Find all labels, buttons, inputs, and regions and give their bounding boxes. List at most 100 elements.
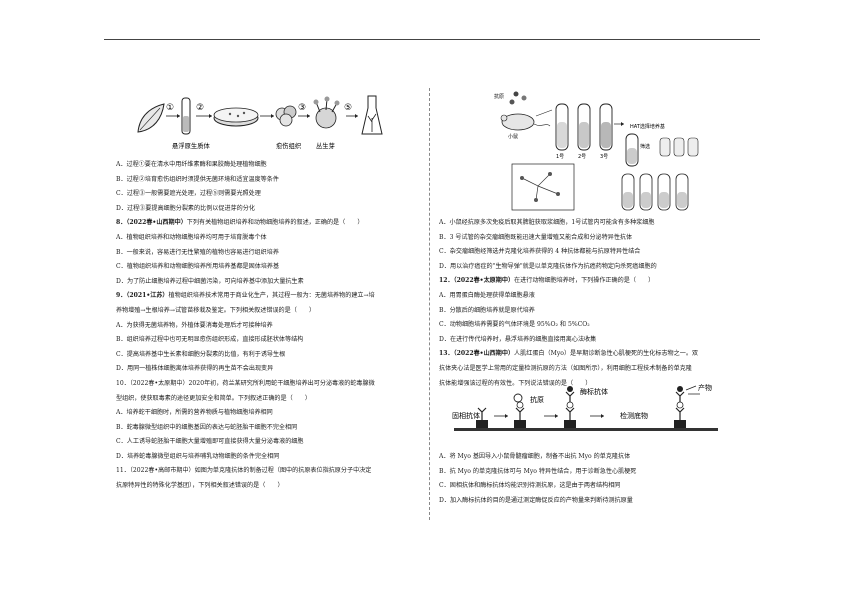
text-line: D．用同一植株体细胞离体培养获得的再生苗不会出现变异	[116, 362, 422, 377]
text-line: B．一般来说，容易进行无性繁殖的植物也容易进行组织培养	[116, 246, 422, 261]
antigen-text-elisa: 抗原	[530, 395, 544, 404]
line-text: C．固相抗体和酶标抗体均能识别待测抗原，这是由于两者结构相同	[439, 482, 621, 490]
question-source: 12．（2022春•太原期中）	[439, 277, 515, 285]
text-line: A．植物组织培养和动物细胞培养均可用于培育脱毒个体	[116, 231, 422, 246]
text-line: 抗原特异性的特殊化学基团），下列相关叙述错误的是（ ）	[116, 479, 422, 494]
line-text: 抗体夹心法是医学上常用的定量检测抗原的方法（如图所示），利用细胞工程技术制备的单…	[439, 364, 692, 372]
left-column: A．过程①要在清水中用纤维素酶和果胶酶处理植物细胞 B．过程②培育愈伤组织时须提供…	[116, 158, 422, 494]
text-line: C．提高培养基中生长素和细胞分裂素的比值，有利于诱导生根	[116, 348, 422, 363]
screen-tube	[625, 133, 639, 167]
antigen-binding-icon	[513, 393, 526, 428]
text-line: B．3 号试管的杂交瘤细胞既能迅速大量增殖又能合成和分泌特异性抗体	[439, 231, 754, 246]
plant-culture-figure: ① 悬浮原生质体 ② 愈伤组织 ③ 丛生芽 ⑤	[137, 95, 383, 150]
tube-2-label: 2号	[578, 154, 586, 160]
line-text: 10．（2022春•太原期中）2020年初，荷兰某研究所利用蛇干细胞培养出可分泌…	[116, 379, 375, 387]
text-line: A．过程①要在清水中用纤维素酶和果胶酶处理植物细胞	[116, 158, 422, 173]
text-line: C．人工诱导蛇胚胎干细胞大量增殖即可直接获得大量分泌毒液的细胞	[116, 435, 422, 450]
line-text: A．小鼠经抗原多次免疫后取其脾脏获取浆细胞，1号试管内可能含有多种浆细胞	[439, 219, 655, 226]
line-text: D．过程③要提高细胞分裂素的比例以促进芽的分化	[116, 204, 255, 212]
text-line: D．过程③要提高细胞分裂素的比例以促进芽的分化	[116, 202, 422, 217]
line-text: A．将 Myo 基因导入小鼠骨髓瘤细胞，制备不出抗 Myo 的单克隆抗体	[439, 453, 631, 460]
text-line: D．在进行传代培养时，悬浮培养的细胞直接用离心法收集	[439, 333, 754, 348]
line-text: B．过程②培育愈伤组织时须提供无菌环境和适宜温度等条件	[116, 175, 279, 183]
culture-flask-icon	[361, 95, 383, 135]
text-line: 9．（2021•江苏）植物组织培养技术常用于商业化生产，其过程一般为：无菌培养物…	[116, 289, 422, 304]
antigen-text: 抗原	[494, 93, 504, 100]
line-text: C．过程③一般需要遮光处理，过程⑤则需要光照处理	[116, 190, 261, 198]
product-text: 产物	[698, 384, 712, 392]
line-text: D．为了防止细胞培养过程中细菌污染，可向培养基中添加大量抗生素	[116, 277, 304, 285]
step2-label: ②	[196, 103, 204, 113]
line-text: A．植物组织培养和动物细胞培养均可用于培育脱毒个体	[116, 233, 267, 241]
line-text: 人肌红蛋白（Myo）是早期诊断急性心肌梗死的生化标志物之一。双	[514, 350, 699, 358]
substrate-text: 检测底物	[620, 411, 648, 420]
text-line: 型组织，使获取毒素的途径更加安全和简单。下列叙述正确的是（ ）	[116, 392, 422, 407]
monoclonal-antibody-figure: 抗原 小鼠 1号 2号 3号 HAT选择培养基 筛选	[494, 91, 699, 211]
tube-3	[599, 103, 613, 151]
text-line: 11．（2022春•高邮市期中）如图为单克隆抗体的制备过程（图中的抗原表位指抗原…	[116, 464, 422, 479]
line-text: B．分散后的细胞培养就是原代培养	[439, 306, 535, 314]
line-text: D．用同一植株体细胞离体培养获得的再生苗不会出现变异	[116, 365, 274, 373]
line-text: C．植物组织培养和动物细胞培养所用培养基都是固体培养基	[116, 263, 280, 271]
line-text: 下列有关植物组织培养和动物细胞培养的叙述，正确的是（ ）	[186, 219, 364, 227]
text-line: C．杂交瘤细胞经筛选并克隆化培养获得的 4 种抗体都能与抗原特异性结合	[439, 245, 754, 260]
cell-fusion-panel	[511, 163, 575, 211]
text-line: 8．（2022春•山西期中）下列有关植物组织培养和动物细胞培养的叙述，正确的是（…	[116, 216, 422, 231]
tube-1	[555, 103, 569, 151]
screening-label: 筛选	[640, 143, 650, 150]
text-line: 抗体夹心法是医学上常用的定量检测抗原的方法（如图所示），利用细胞工程技术制备的单…	[439, 362, 754, 377]
line-text: B．蛇毒腺微型组织中的细胞基因的表达与蛇胚胎干细胞不完全相同	[116, 423, 298, 431]
tube-2	[577, 103, 591, 151]
step1-label: ①	[166, 103, 174, 113]
hat-label: HAT选择培养基	[630, 123, 665, 130]
question-source: 9．（2021•江苏）	[116, 292, 169, 300]
line-text: B．3 号试管的杂交瘤细胞既能迅速大量增殖又能合成和分泌特异性抗体	[439, 233, 633, 241]
line-text: C．提高培养基中生长素和细胞分裂素的比值，有利于诱导生根	[116, 350, 286, 358]
line-text: 养物增殖→生根培养→试管苗移栽及鉴定。下列相关叙述错误的是（ ）	[116, 306, 316, 314]
column-divider	[429, 88, 430, 520]
text-line: 10．（2022春•太原期中）2020年初，荷兰某研究所利用蛇干细胞培养出可分泌…	[116, 377, 422, 392]
header-rule	[104, 39, 760, 40]
line-text: 抗原特异性的特殊化学基团），下列相关叙述错误的是（ ）	[116, 482, 284, 490]
line-text: B．组织培养过程中也可无明显愈伤组织形成，直接形成胚状体等结构	[116, 336, 304, 344]
mouse-icon	[500, 113, 551, 131]
well-row-top	[659, 137, 699, 157]
line-text: 11．（2022春•高邮市期中）如图为单克隆抗体的制备过程（图中的抗原表位指抗原…	[116, 467, 372, 475]
step3-label: ③	[298, 103, 306, 113]
text-line: D．为了防止细胞培养过程中细菌污染，可向培养基中添加大量抗生素	[116, 275, 422, 290]
text-line: D．加入酶标抗体的目的是通过测定酶促反应的产物量来判断待测抗原量	[439, 494, 754, 509]
text-line: A．培养蛇干细胞时，所需的营养物质与植物细胞培养相同	[116, 406, 422, 421]
line-text: B．抗 Myo 的单克隆抗体可与 Myo 特异性结合，用于诊断急性心肌梗死	[439, 467, 637, 475]
text-line: C．动物细胞培养需要的气体环境是 95%O₂ 和 5%CO₂	[439, 318, 754, 333]
line-text: C．人工诱导蛇胚胎干细胞大量增殖即可直接获得大量分泌毒液的细胞	[116, 438, 304, 446]
line-text: C．动物细胞培养需要的气体环境是 95%O₂ 和 5%CO₂	[439, 321, 590, 329]
line-text: B．一般来说，容易进行无性繁殖的植物也容易进行组织培养	[116, 248, 279, 256]
line-text: A．用胃蛋白酶处理获得单细胞悬液	[439, 291, 535, 299]
shoot-label: 丛生芽	[316, 141, 335, 150]
text-line: 抗体能增强该过程的有效性。下列说法错误的是（ ）	[439, 377, 754, 392]
tube-1-label: 1号	[556, 154, 564, 160]
step5-label: ⑤	[344, 103, 352, 113]
text-line: A．小鼠经抗原多次免疫后取其脾脏获取浆细胞，1号试管内可能含有多种浆细胞	[439, 216, 754, 231]
question-source: 13．（2022春•山西期中）	[439, 350, 515, 358]
text-line: B．蛇毒腺微型组织中的细胞基因的表达与蛇胚胎干细胞不完全相同	[116, 421, 422, 436]
petri-dish-icon	[213, 107, 259, 127]
text-line: 养物增殖→生根培养→试管苗移栽及鉴定。下列相关叙述错误的是（ ）	[116, 304, 422, 319]
text-line: B．组织培养过程中也可无明显愈伤组织形成，直接形成胚状体等结构	[116, 333, 422, 348]
callus-icon	[275, 105, 297, 127]
tube-3-label: 3号	[600, 154, 608, 160]
capture-antibody-text: 固相抗体	[452, 411, 480, 420]
text-line: 13．（2022春•山西期中）人肌红蛋白（Myo）是早期诊断急性心肌梗死的生化标…	[439, 347, 754, 362]
right-column-top: A．小鼠经抗原多次免疫后取其脾脏获取浆细胞，1号试管内可能含有多种浆细胞 B．3 …	[439, 216, 754, 391]
solid-phase-bar	[454, 428, 718, 431]
question-source: 8．（2022春•山西期中）	[116, 219, 187, 227]
text-line: A．将 Myo 基因导入小鼠骨髓瘤细胞，制备不出抗 Myo 的单克隆抗体	[439, 450, 754, 465]
protoplast-label: 悬浮原生质体	[172, 141, 210, 150]
text-line: D．用以治疗癌症的"生物导弹"就是以单克隆抗体作为抗癌药物定向杀死癌细胞的	[439, 260, 754, 275]
line-text: D．用以治疗癌症的"生物导弹"就是以单克隆抗体作为抗癌药物定向杀死癌细胞的	[439, 262, 657, 270]
callus-label: 愈伤组织	[276, 141, 301, 150]
line-text: A．培养蛇干细胞时，所需的营养物质与植物细胞培养相同	[116, 409, 273, 417]
leaf-icon	[137, 103, 165, 133]
elisa-figure: 固相抗体 抗原 酶标抗体 检测底物 产物	[452, 384, 718, 431]
text-line: B．过程②培育愈伤组织时须提供无菌环境和适宜温度等条件	[116, 173, 422, 188]
